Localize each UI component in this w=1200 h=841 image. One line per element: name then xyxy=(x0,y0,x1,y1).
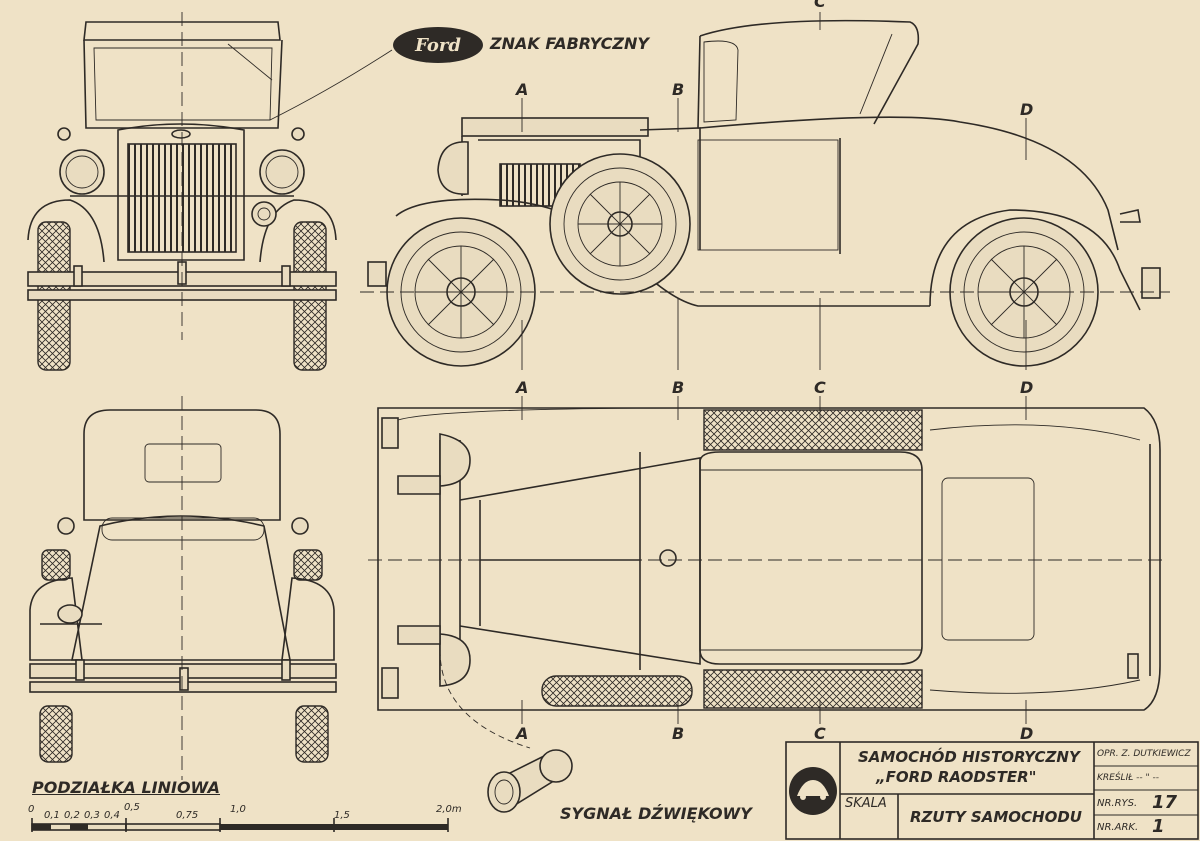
spare-hub xyxy=(57,604,83,624)
hood-top xyxy=(461,117,649,137)
sheet-number: 1 xyxy=(1152,816,1165,837)
author-credit: OPR. Z. DUTKIEWICZ xyxy=(1097,749,1191,759)
scale-tick-0-4: 0,4 xyxy=(104,810,120,821)
section-marker-a-plan-bottom: A xyxy=(516,724,529,743)
rear-window xyxy=(144,443,222,483)
factory-mark-label: ZNAK FABRYCZNY xyxy=(490,34,649,53)
running-board-top xyxy=(703,409,923,451)
rear-wheel-left xyxy=(39,705,73,763)
horn-label: SYGNAŁ DŹWIĘKOWY xyxy=(560,804,752,823)
sheet-number-label: NR.ARK. xyxy=(1097,822,1139,833)
scale-label: SKALA xyxy=(845,796,887,811)
section-marker-a-plan-top: A xyxy=(516,378,529,397)
running-board-bottom xyxy=(703,669,923,709)
section-marker-d-plan-bottom: D xyxy=(1020,724,1034,743)
open-cockpit xyxy=(699,451,923,665)
headlamp-left xyxy=(59,149,105,195)
side-door xyxy=(697,139,839,251)
rear-wheel-right xyxy=(295,705,329,763)
ford-logo-badge: Ford xyxy=(393,27,483,63)
plan-headlamp-left xyxy=(439,433,471,487)
scale-tick-0-75: 0,75 xyxy=(176,810,199,821)
center-axes xyxy=(181,12,1170,780)
title-line-2: „FORD RAODSTER" xyxy=(876,768,1037,786)
plan-view xyxy=(377,396,1161,724)
scale-tick-0-5: 0,5 xyxy=(124,802,140,813)
scale-tick-2-0m: 2,0m xyxy=(436,804,462,815)
headlamp-right xyxy=(259,149,305,195)
drawing-subtitle: RZUTY SAMOCHODU xyxy=(910,808,1082,826)
section-marker-b-plan-top: B xyxy=(672,378,685,397)
scale-tick-1-0: 1,0 xyxy=(230,804,246,815)
drawing-number-label: NR.RYS. xyxy=(1097,798,1138,809)
title-block-frame xyxy=(785,741,1199,840)
horn-drawing xyxy=(439,649,573,813)
front-bumper-side xyxy=(367,261,387,287)
scale-bar-title: PODZIAŁKA LINIOWA xyxy=(32,778,221,797)
section-marker-b-plan-bottom: B xyxy=(672,724,685,743)
scale-tick-0-2: 0,2 xyxy=(64,810,80,821)
linear-scale-bar xyxy=(31,818,449,832)
drawing-number: 17 xyxy=(1152,792,1178,813)
section-marker-d-side: D xyxy=(1020,100,1034,119)
plan-headlamp-right xyxy=(439,633,471,687)
drawn-by-credit: KREŚLIŁ -- " -- xyxy=(1097,773,1159,783)
scale-tick-0: 0 xyxy=(28,804,35,815)
section-marker-a-side: A xyxy=(516,80,529,99)
section-marker-b-side: B xyxy=(672,80,685,99)
rumble-seat-lid xyxy=(941,477,1035,641)
section-marker-c-side: C xyxy=(814,0,826,11)
rear-bumper-side xyxy=(1141,267,1161,299)
scale-tick-0-1: 0,1 xyxy=(44,810,60,821)
section-marker-c-plan-bottom: C xyxy=(814,724,826,743)
badge-leader xyxy=(269,49,393,121)
rear-view xyxy=(29,409,337,763)
scale-tick-1-5: 1,5 xyxy=(334,810,350,821)
section-marker-c-plan-top: C xyxy=(814,378,826,397)
scale-tick-0-3: 0,3 xyxy=(84,810,100,821)
side-view xyxy=(367,12,1161,370)
title-line-1: SAMOCHÓD HISTORYCZNY xyxy=(858,748,1080,766)
section-marker-d-plan-top: D xyxy=(1020,378,1034,397)
